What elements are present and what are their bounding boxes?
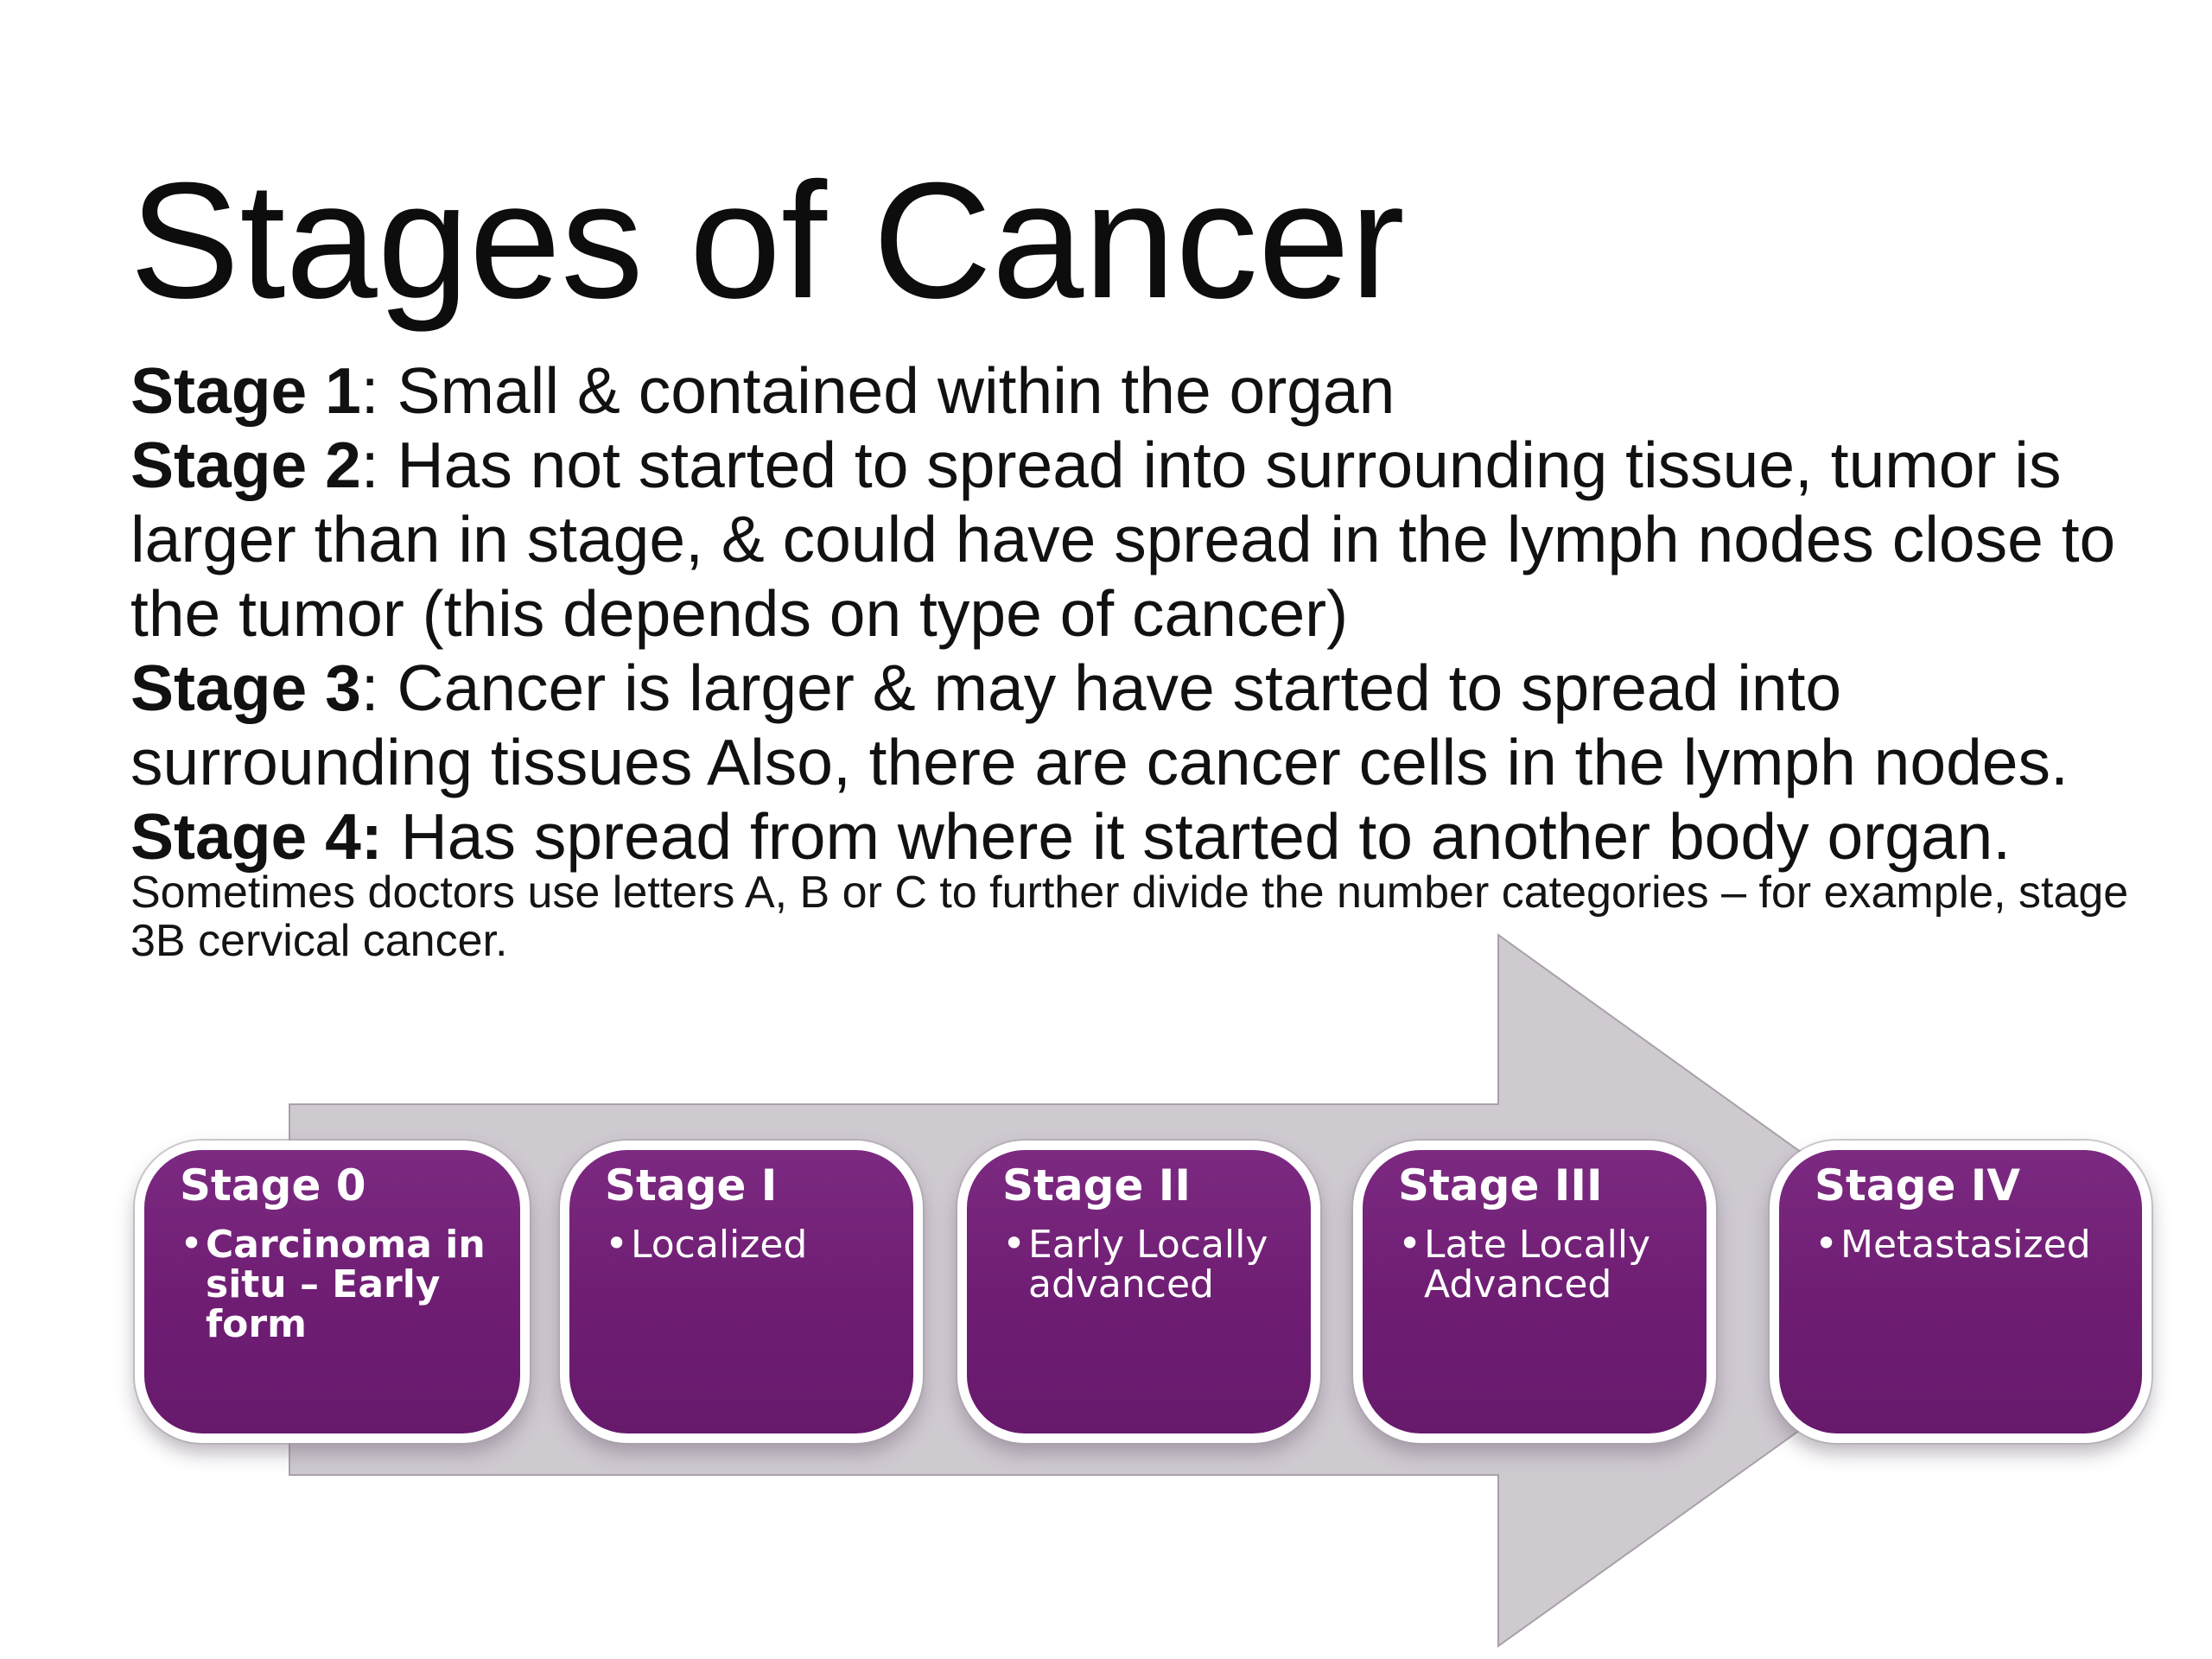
stage-1-bullet-line-1: Localized	[631, 1223, 808, 1267]
stage-4-description: Stage 4: Has spread from where it starte…	[130, 800, 2012, 873]
stage-4-bullet-line-1: Metastasized	[1840, 1223, 2091, 1267]
stage-3-heading: Stage III	[1398, 1160, 1603, 1211]
bullet-icon	[1002, 1224, 1028, 1263]
stage-4-heading: Stage IV	[1815, 1160, 2021, 1211]
stage-1-description: Stage 1: Small & contained within the or…	[130, 354, 1395, 427]
footnote: Sometimes doctors use letters A, B or C …	[130, 868, 2128, 965]
bullet-icon	[180, 1224, 206, 1263]
stage-2-bullet-line-2: advanced	[1028, 1262, 1214, 1306]
bullet-icon	[1398, 1224, 1424, 1263]
stage-2-description-line-1: Stage 2: Has not started to spread into …	[130, 429, 2062, 501]
stage-0-bullet-line-1: Carcinoma in	[206, 1223, 486, 1267]
stage-2-box: Stage II Early Locally advanced	[957, 1141, 1320, 1443]
stage-0-heading: Stage 0	[180, 1160, 366, 1211]
bullet-icon	[1815, 1224, 1840, 1263]
stage-3-box: Stage III Late Locally Advanced	[1353, 1141, 1716, 1443]
stage-1-box: Stage I Localized	[560, 1141, 923, 1443]
stage-descriptions: Stage 1: Small & contained within the or…	[130, 353, 2115, 874]
stage-4-box: Stage IV Metastasized	[1770, 1141, 2152, 1443]
stage-2-description-line-3: the tumor (this depends on type of cance…	[130, 577, 1349, 650]
stage-1-heading: Stage I	[605, 1160, 778, 1211]
stage-2-bullet-line-1: Early Locally	[1028, 1223, 1268, 1267]
stage-3-bullet-line-1: Late Locally	[1424, 1223, 1651, 1267]
stage-0-bullet-line-2: situ – Early	[206, 1262, 441, 1306]
stage-3-description-line-1: Stage 3: Cancer is larger & may have sta…	[130, 652, 1842, 724]
slide-title: Stages of Cancer	[130, 149, 1405, 333]
bullet-icon	[605, 1224, 631, 1263]
stage-0-bullet-line-3: form	[206, 1302, 307, 1346]
stage-3-description-line-2: surrounding tissues Also, there are canc…	[130, 726, 2069, 798]
footnote-line-2: 3B cervical cancer.	[130, 916, 508, 966]
stage-3-bullet-line-2: Advanced	[1424, 1262, 1612, 1306]
stage-2-heading: Stage II	[1002, 1160, 1191, 1211]
footnote-line-1: Sometimes doctors use letters A, B or C …	[130, 868, 2129, 918]
stage-2-description-line-2: larger than in stage, & could have sprea…	[130, 503, 2116, 575]
stage-0-box: Stage 0 Carcinoma in situ – Early form	[135, 1141, 530, 1443]
